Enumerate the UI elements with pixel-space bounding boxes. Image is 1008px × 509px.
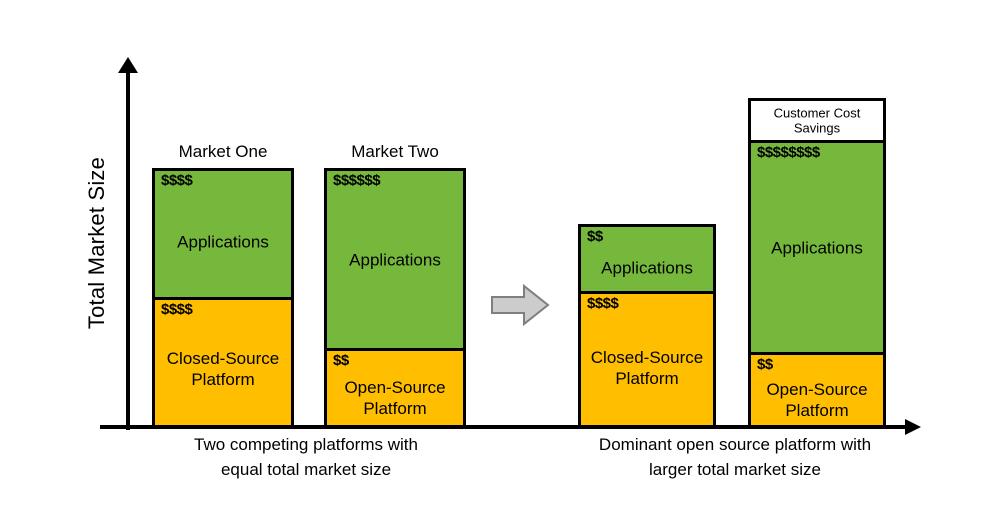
stacked-bar-open-source-market: Customer Cost Savings $$$$$$$$ Applicati… [748, 98, 886, 428]
caption-right-group: Dominant open source platform with large… [598, 435, 872, 479]
segment-money-label: $$$$ [161, 301, 193, 318]
bar-segment-platform: $$ Open-Source Platform [324, 348, 466, 428]
bar-segment-applications: $$$$$$ Applications [324, 168, 466, 351]
segment-title: Applications [177, 232, 269, 252]
segment-money-label: $$$$ [587, 295, 619, 312]
segment-title: Applications [771, 237, 863, 257]
segment-money-label: $$$$ [161, 172, 193, 189]
segment-title: Open-Source Platform [766, 379, 868, 420]
stacked-bar-market-two: $$$$$$ Applications $$ Open-Source Platf… [324, 168, 466, 428]
bar-segment-applications: $$$$$$$$ Applications [748, 140, 886, 355]
bar-segment-customer-cost-savings: Customer Cost Savings [748, 98, 886, 143]
segment-title: Closed-Source Platform [590, 347, 704, 388]
segment-title: Customer Cost Savings [773, 104, 861, 136]
bar-segment-platform: $$ Open-Source Platform [748, 352, 886, 428]
segment-money-label: $$$$$$ [333, 172, 381, 189]
bar-title-market-two: Market Two [351, 142, 439, 161]
segment-money-label: $$$$$$$$ [757, 144, 820, 161]
caption-left-group: Two competing platforms with equal total… [194, 435, 418, 479]
segment-money-label: $$ [587, 228, 603, 245]
bar-segment-platform: $$$$ Closed-Source Platform [578, 291, 716, 428]
y-axis-arrowhead-icon [118, 57, 138, 73]
segment-title: Applications [349, 249, 441, 269]
y-axis-title: Total Market Size [84, 156, 109, 330]
y-axis-line [126, 70, 130, 430]
x-axis-line [100, 425, 908, 429]
bar-segment-platform: $$$$ Closed-Source Platform [152, 297, 294, 428]
bar-segment-applications: $$$$ Applications [152, 168, 294, 300]
segment-money-label: $$ [333, 352, 349, 369]
x-axis-arrowhead-icon [905, 419, 921, 435]
segment-title: Closed-Source Platform [166, 348, 280, 389]
bar-segment-applications: $$ Applications [578, 224, 716, 294]
segment-title: Applications [601, 258, 693, 278]
segment-title: Open-Source Platform [344, 377, 446, 418]
segment-money-label: $$ [757, 356, 773, 373]
transition-arrow-icon [491, 283, 550, 327]
stacked-bar-closed-source-market: $$ Applications $$$$ Closed-Source Platf… [578, 224, 716, 428]
bar-title-market-one: Market One [178, 142, 268, 161]
stacked-bar-market-one: $$$$ Applications $$$$ Closed-Source Pla… [152, 168, 294, 428]
